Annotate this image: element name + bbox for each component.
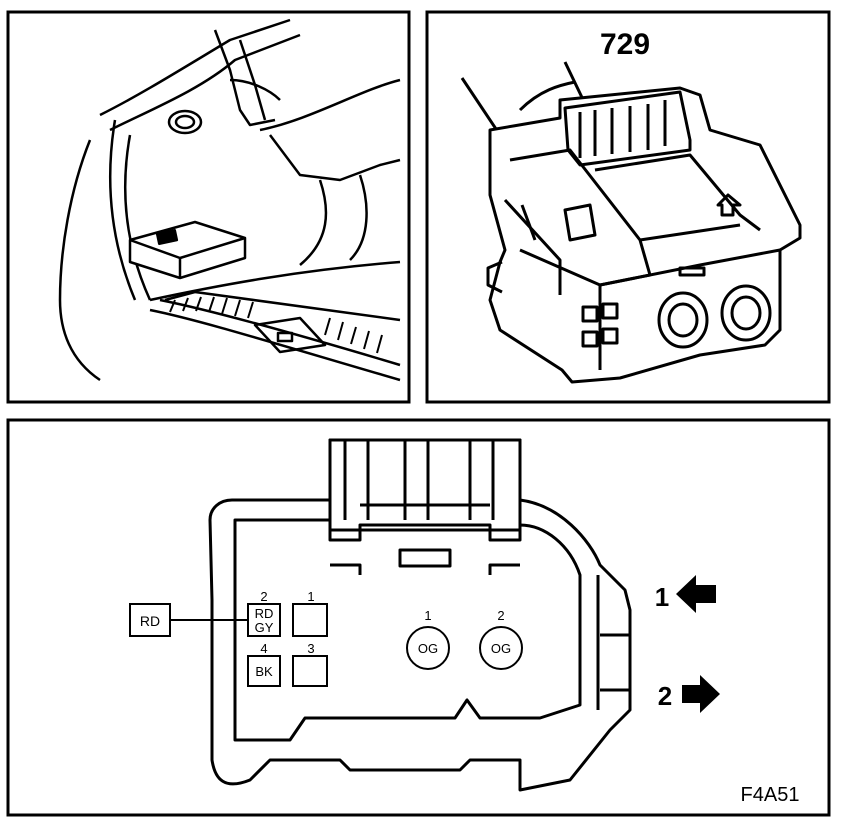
coax-2-number: 2 [497, 608, 504, 623]
pin-1-cavity [292, 603, 328, 637]
panel-frames [6, 10, 831, 817]
coax-sockets: 1 OG 2 OG [406, 608, 523, 670]
coax-2-color: OG [491, 641, 511, 656]
trunk-illustration [58, 18, 401, 382]
pin-2-cavity [247, 603, 281, 637]
arrow-2-number: 2 [658, 681, 672, 711]
trunk-panel-frame [6, 10, 411, 404]
coax-1-color: OG [418, 641, 438, 656]
arrow-left-icon [676, 575, 716, 613]
trunk-sill-ribs [169, 296, 383, 354]
connector-face-outline [208, 438, 632, 792]
pin-3-cavity [292, 655, 328, 687]
pin-cavities: 2 RD GY 1 4 BK 3 [247, 589, 328, 687]
pin-2-color-line1: RD [255, 606, 274, 621]
coax-1-number: 1 [424, 608, 431, 623]
pin-1-number: 1 [307, 589, 314, 604]
pin-2-number: 2 [260, 589, 267, 604]
connector-panel-frame [425, 10, 831, 404]
connector-illustration [460, 61, 802, 384]
pin-4-color: BK [255, 664, 273, 679]
external-wire-label: RD [140, 613, 160, 629]
pin-4-number: 4 [260, 641, 267, 656]
connector-number: 729 [600, 28, 650, 61]
arrow-right-icon [682, 675, 720, 713]
pin-4-cavity [247, 655, 281, 687]
arrow-1-number: 1 [655, 582, 669, 612]
pin-3-number: 3 [307, 641, 314, 656]
coax-1-socket [406, 626, 450, 670]
coax-2-socket [479, 626, 523, 670]
figure-code: F4A51 [741, 784, 800, 806]
external-wire: RD [129, 603, 248, 637]
pinout-panel-frame [6, 418, 831, 817]
pin-2-color-line2: GY [255, 620, 274, 635]
direction-arrows: 1 2 [655, 575, 720, 713]
